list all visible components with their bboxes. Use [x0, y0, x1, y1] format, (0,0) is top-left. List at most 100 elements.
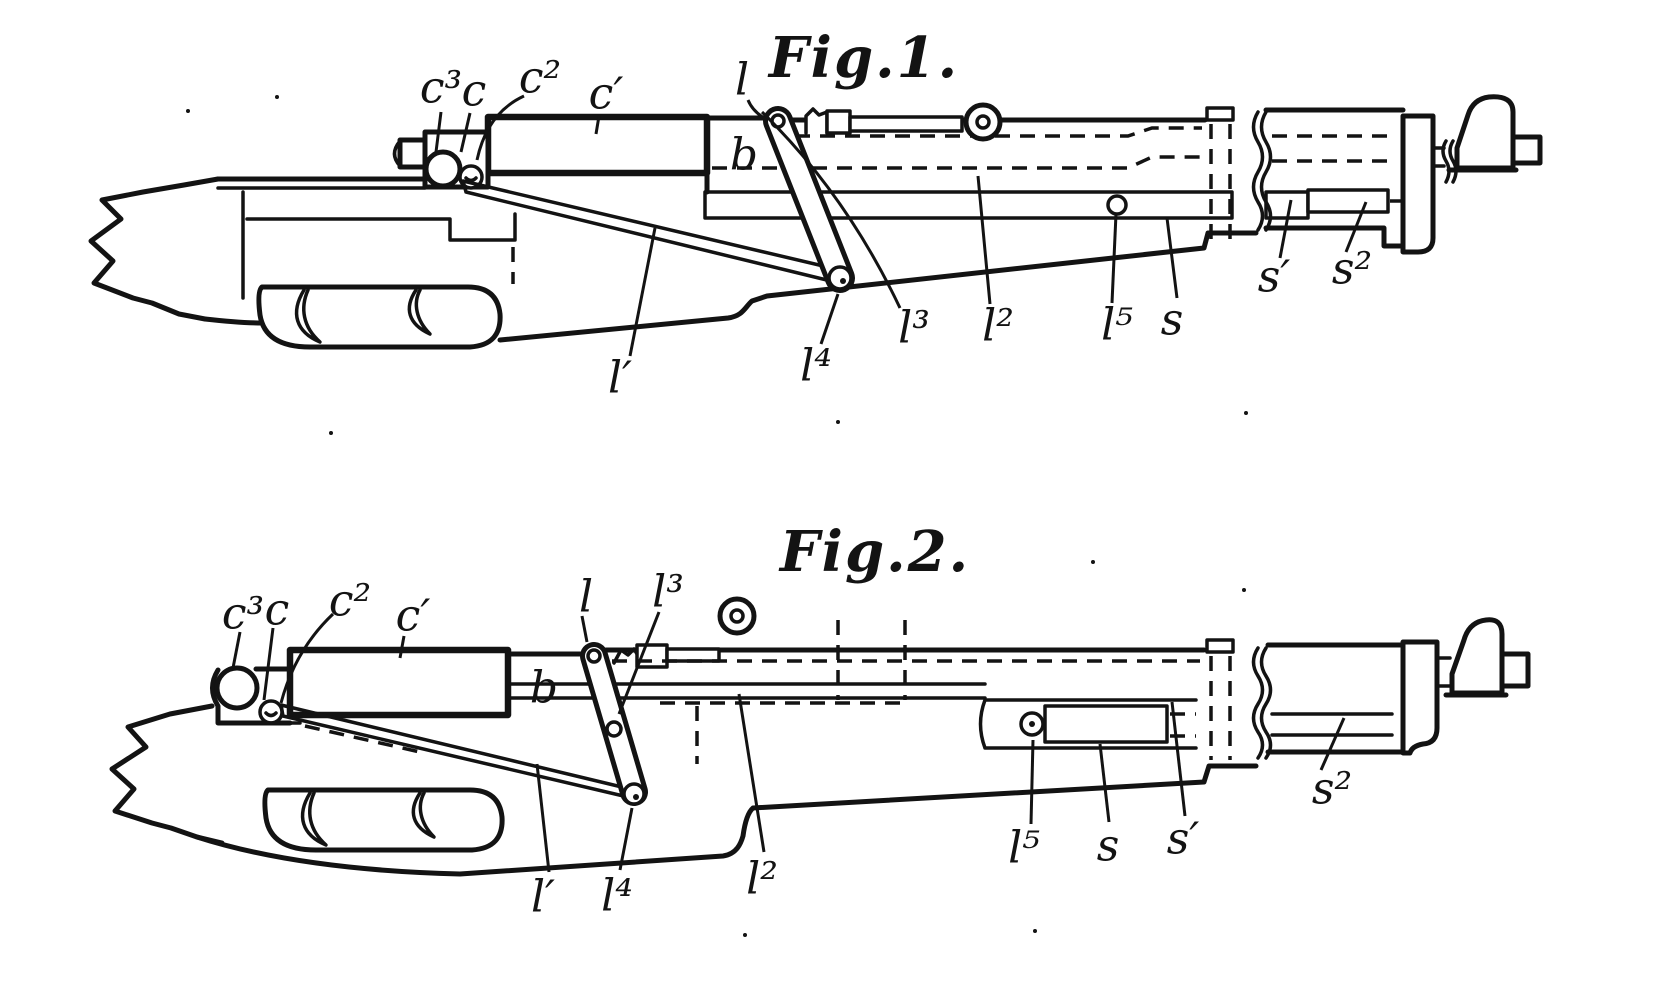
- fig2-sight-roller-hub: [729, 608, 745, 624]
- fig1-receiver-step: [245, 212, 517, 242]
- fig2-band-tab: [1205, 638, 1235, 654]
- scan-speckles: [186, 95, 1248, 937]
- fig2-trigger-front: [300, 791, 328, 847]
- fig1-part-label-c-prime: c′: [589, 69, 624, 120]
- figure-2-title: Fig.2.: [778, 519, 970, 585]
- speck: [1033, 929, 1037, 933]
- fig2-leader-l-prime: [535, 763, 551, 873]
- figure-1-drawing: [88, 94, 1543, 350]
- fig2-part-label-l: l: [579, 572, 593, 623]
- fig1-part-label-l5: l⁵: [1101, 300, 1133, 351]
- fig2-recoil-spring: [1043, 704, 1169, 744]
- fig1-forestock-bottom: [497, 230, 1259, 343]
- fig2-breech-cover: [286, 646, 512, 719]
- fig1-part-label-l2: l²: [982, 301, 1014, 352]
- fig2-break-wave-right: [1259, 646, 1273, 760]
- fig2-front-sight: [1449, 617, 1505, 696]
- fig2-forend-rails: [1270, 712, 1394, 737]
- speck: [836, 420, 840, 424]
- fig1-leader-l3: [760, 110, 902, 309]
- fig1-leader-l2: [976, 175, 992, 305]
- fig2-lever-pivot-top: [586, 648, 602, 664]
- fig2-trigger-guard: [262, 787, 505, 853]
- fig1-knob-arc: [392, 139, 402, 168]
- speck: [743, 933, 747, 937]
- fig1-leader-l: [746, 99, 767, 121]
- fig1-bore-dash-lower: [712, 155, 1202, 170]
- fig1-sight-leaf: [848, 115, 964, 133]
- fig2-stock-break: [109, 703, 225, 846]
- fig2-leader-s: [1098, 743, 1111, 823]
- fig2-sight-leaf: [665, 647, 721, 663]
- fig2-sight-roller: [717, 596, 757, 636]
- fig1-sight-roller-hub: [975, 114, 991, 130]
- fig1-bore-dash-upper: [795, 126, 1202, 138]
- figure-2-drawing: [109, 596, 1531, 877]
- fig1-part-label-l4: l⁴: [800, 341, 832, 392]
- speck: [1244, 411, 1248, 415]
- fig1-muzzle-stub: [1510, 134, 1543, 166]
- fig1-roller-c-detail: [464, 176, 478, 183]
- fig2-part-label-l5: l⁵: [1008, 823, 1040, 874]
- fig1-sight-block: [825, 109, 852, 135]
- fig2-trigger-rear: [411, 791, 436, 839]
- fig2-action-rod: [508, 682, 987, 700]
- fig2-part-label-c3: c³: [222, 589, 264, 640]
- fig1-leader-c3: [434, 111, 443, 153]
- fig1-recoil-spring: [703, 190, 1234, 220]
- fig1-leader-c: [459, 112, 472, 153]
- fig1-part-label-s: s: [1161, 295, 1184, 346]
- fig2-latch: [612, 647, 639, 665]
- fig2-part-label-l3: l³: [652, 567, 684, 618]
- fig1-front-sight: [1454, 94, 1516, 171]
- fig2-part-label-l4: l⁴: [601, 871, 633, 922]
- fig1-trigger-rear: [407, 288, 432, 336]
- fig2-lever-pivot-mid: [605, 720, 623, 738]
- fig1-part-label-l-prime: l′: [608, 353, 632, 404]
- fig2-leader-s-prime: [1170, 701, 1187, 817]
- fig1-part-label-l3: l³: [898, 303, 930, 354]
- fig2-leader-c: [262, 627, 275, 701]
- figure-1-title: Fig.1.: [767, 25, 959, 91]
- fig1-muzzle-wave-left: [1441, 139, 1451, 184]
- fig2-lever-pivot-bottom: [622, 782, 646, 806]
- fig1-part-label-s-prime: s′: [1258, 252, 1291, 303]
- fig2-muzzle-stub: [1499, 651, 1531, 689]
- fig2-forestock-bottom: [194, 763, 1259, 877]
- fig1-leader-s2: [1344, 201, 1368, 253]
- fig1-leader-s-prime: [1278, 199, 1293, 259]
- speck: [1091, 560, 1095, 564]
- fig1-part-label-b: b: [730, 130, 758, 181]
- fig2-roller-c: [258, 699, 284, 725]
- fig1-spring-collar: [1106, 194, 1128, 216]
- fig1-front-band: [1400, 113, 1436, 255]
- fig2-part-label-s-prime: s′: [1167, 814, 1200, 865]
- fig2-break-wave-left: [1251, 646, 1265, 760]
- fig2-roller-c-detail: [264, 711, 278, 718]
- fig1-forend-bottom: [1263, 225, 1405, 249]
- fig1-trigger-guard: [256, 284, 503, 350]
- fig1-leader-c-prime: [594, 115, 601, 135]
- fig1-knob: [397, 137, 428, 170]
- fig2-leader-l: [580, 615, 589, 643]
- fig1-muzzle-wave-right: [1448, 139, 1458, 184]
- speck: [1242, 588, 1246, 592]
- fig2-leader-c2: [279, 612, 335, 704]
- fig2-part-label-c2: c²: [329, 576, 371, 627]
- fig1-roller-c3: [423, 149, 463, 189]
- fig1-sight-bracket: [804, 107, 829, 135]
- fig2-part-label-s2: s²: [1312, 764, 1352, 815]
- fig1-part-label-c3: c³: [420, 63, 462, 114]
- fig1-leader-l5: [1110, 213, 1118, 304]
- fig2-lever-pin: [633, 794, 639, 800]
- fig2-leader-l2: [737, 693, 766, 853]
- speck: [186, 109, 190, 113]
- fig1-lever-pivot-bottom: [827, 265, 853, 291]
- fig1-part-label-l: l: [735, 55, 749, 106]
- fig1-leader-l4: [819, 293, 840, 345]
- fig2-leader-l5: [1029, 739, 1035, 825]
- speck: [275, 95, 279, 99]
